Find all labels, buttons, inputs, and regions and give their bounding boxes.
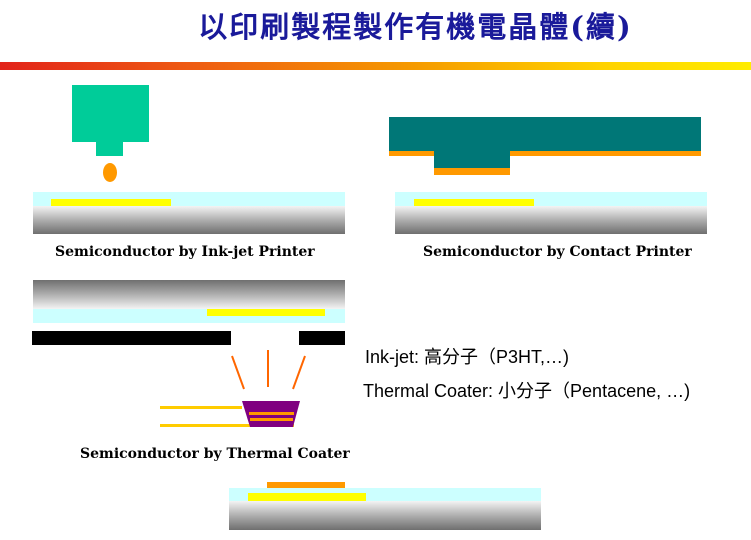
contact-stamp-ink-left <box>389 151 434 156</box>
inkjet-material-note: Ink-jet: 高分子（P3HT,…) <box>365 347 570 367</box>
vapor-ray-right <box>292 355 306 390</box>
shadow-mask-left <box>32 331 231 345</box>
heater-wire-bottom <box>160 424 294 427</box>
page-title: 以印刷製程製作有機電晶體(續) <box>198 10 633 44</box>
title-gradient-bar <box>0 62 751 70</box>
thermal-substrate-inverted <box>33 280 345 309</box>
thermal-material-note: Thermal Coater: 小分子（Pentacene, …) <box>363 381 691 401</box>
inkjet-printhead <box>72 85 149 142</box>
inkjet-droplet <box>103 163 117 182</box>
contact-semiconductor-film <box>414 199 534 206</box>
thermal-result-substrate <box>229 501 541 530</box>
inkjet-semiconductor-film <box>51 199 171 206</box>
contact-substrate <box>395 206 707 234</box>
contact-caption: Semiconductor by Contact Printer <box>423 244 692 260</box>
contact-stamp-ink-right <box>510 151 701 156</box>
inkjet-caption: Semiconductor by Ink-jet Printer <box>55 244 315 260</box>
evaporation-source <box>160 350 306 427</box>
heater-wire-top <box>160 406 242 409</box>
crucible-source-layer-2 <box>250 418 293 421</box>
thermal-result-source-film <box>267 482 345 489</box>
contact-stamp-relief-ink <box>434 168 510 175</box>
thermal-result-semiconductor <box>248 493 366 501</box>
thermal-semiconductor-film <box>207 309 325 316</box>
inkjet-substrate <box>33 206 345 234</box>
shadow-mask-right <box>299 331 345 345</box>
vapor-ray-left <box>231 355 245 390</box>
crucible-source-layer-1 <box>249 412 294 415</box>
contact-stamp-relief <box>434 151 510 168</box>
contact-stamp-body <box>389 117 701 151</box>
thermal-caption: Semiconductor by Thermal Coater <box>80 446 350 462</box>
inkjet-nozzle <box>96 142 123 156</box>
